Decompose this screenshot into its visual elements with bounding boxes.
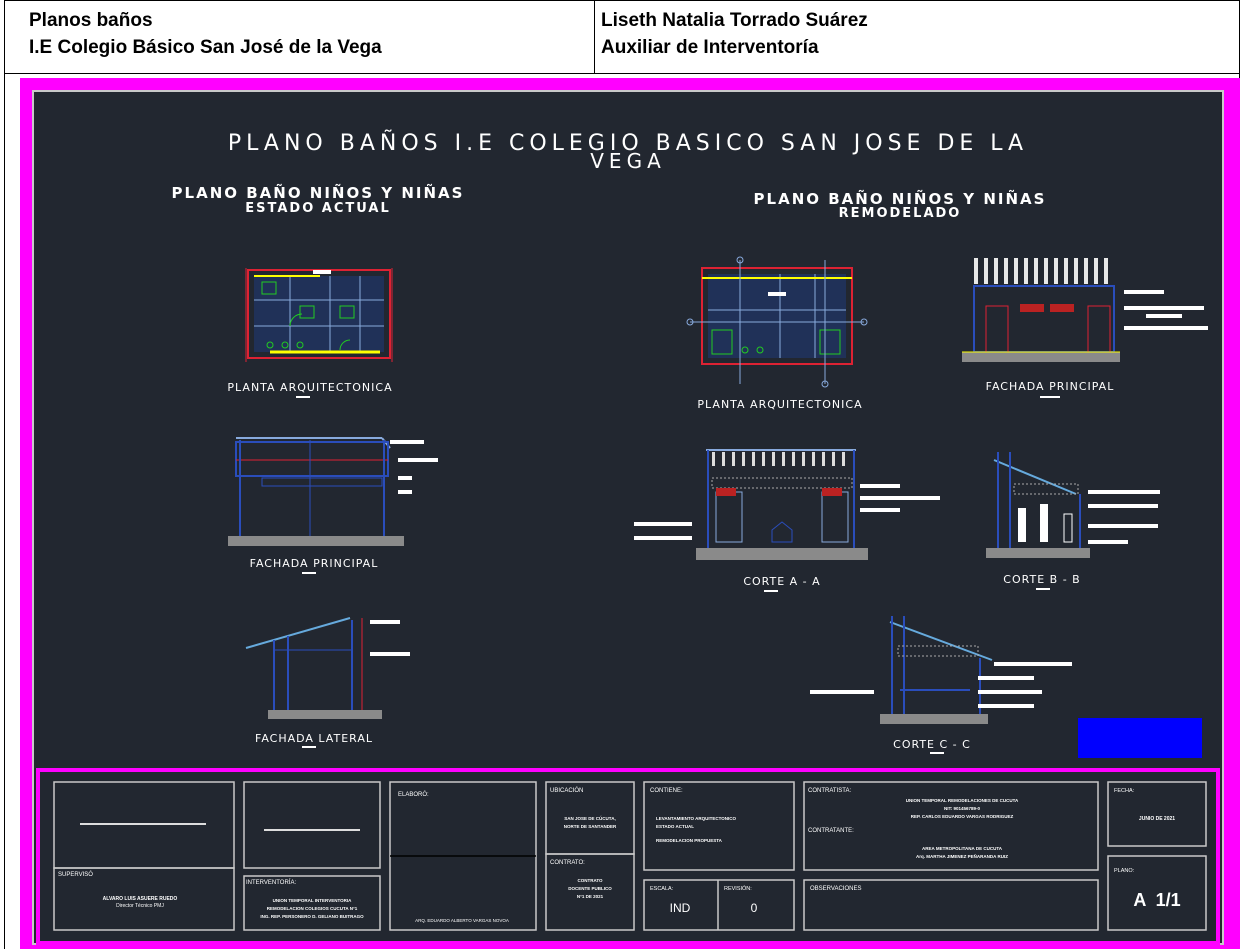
label-planta-actual: PLANTA ARQUITECTONICA	[227, 381, 392, 394]
contratante-line1: AREA METROPOLITANA DE CUCUTA	[922, 846, 1003, 851]
drawing-title-line2: VEGA	[590, 149, 666, 173]
section-left-line2: ESTADO ACTUAL	[245, 201, 391, 216]
section-a-drawing	[634, 449, 940, 560]
document-header-table: Planos baños I.E Colegio Básico San José…	[4, 0, 1240, 74]
superviso-role: Director Técnico PMJ	[116, 903, 164, 909]
ubicacion-label: UBICACIÓN	[550, 787, 583, 794]
title-block-grid	[53, 781, 1207, 931]
contrato-label: CONTRATO:	[550, 860, 585, 866]
contiene-line3: REMODELACION PROPUESTA	[656, 838, 723, 843]
label-corte-a: CORTE A - A	[743, 575, 820, 588]
interventoria-line1: UNION TEMPORAL INTERVENTORIA	[273, 898, 353, 903]
superviso-name: ALVARO LUIS ASUERE RUEDO	[103, 896, 178, 902]
interventoria-label: INTERVENTORÍA:	[246, 879, 296, 886]
contratista-line2: NIT: 901456789-0	[944, 806, 981, 811]
ubicacion-line1: SAN JOSE DE CÚCUTA,	[564, 815, 615, 821]
side-facade-drawing	[245, 617, 410, 719]
floor-plan-current-drawing	[245, 268, 393, 362]
floor-plan-renovated-drawing	[686, 256, 868, 388]
drawing-title-line1: PLANO BAÑOS I.E COLEGIO BASICO SAN JOSE …	[228, 129, 1028, 156]
observaciones-label: OBSERVACIONES	[810, 886, 861, 892]
elaboro-label: ELABORÓ:	[398, 791, 429, 798]
contratante-label: CONTRATANTE:	[808, 828, 854, 834]
contiene-line2: ESTADO ACTUAL	[656, 824, 694, 829]
contratista-label: CONTRATISTA:	[808, 788, 851, 794]
plano-value: A 1/1	[1133, 890, 1180, 910]
label-corte-b: CORTE B - B	[1003, 573, 1080, 586]
section-right-line1: PLANO BAÑO NIÑOS Y NIÑAS	[754, 189, 1047, 208]
contrato-line2: DOCENTE PUBLICO	[568, 886, 612, 891]
label-fachada-principal-remodelado: FACHADA PRINCIPAL	[986, 380, 1115, 393]
interventoria-line2: REMODELACION COLEGIOS CUCUTA N°1	[267, 906, 358, 911]
superviso-label: SUPERVISÓ	[58, 871, 93, 878]
contiene-line1: LEVANTAMIENTO ARQUITECTONICO	[656, 816, 737, 821]
section-right-line2: REMODELADO	[839, 206, 962, 221]
header-plan-title: Planos baños	[29, 10, 153, 31]
contrato-line3: N°1 DE 2021	[577, 894, 604, 899]
contratante-line2: Arq. MARTHA JIMENEZ PEÑARANDA RUIZ	[916, 853, 1008, 859]
header-author-name: Liseth Natalia Torrado Suárez	[601, 10, 868, 31]
contiene-label: CONTIENE:	[650, 788, 683, 794]
front-facade-renovated-drawing	[962, 258, 1208, 362]
fecha-value: JUNIO DE 2021	[1139, 816, 1175, 822]
plano-label: PLANO:	[1114, 868, 1135, 874]
header-author-role: Auxiliar de Interventoría	[601, 37, 819, 58]
header-right-cell: Liseth Natalia Torrado Suárez Auxiliar d…	[595, 1, 1239, 73]
header-school-name: I.E Colegio Básico San José de la Vega	[29, 37, 382, 58]
interventoria-line3: ING. REP. PERSONERO D. GELIANO BUITRAGO	[260, 914, 364, 919]
section-b-drawing	[986, 452, 1160, 558]
contrato-line1: CONTRATO	[577, 878, 603, 883]
label-fachada-lateral: FACHADA LATERAL	[255, 732, 373, 745]
section-c-drawing	[810, 616, 1072, 724]
section-left-line1: PLANO BAÑO NIÑOS Y NIÑAS	[172, 183, 465, 202]
contratista-line3: REP. CARLOS EDUARDO VARGAS RODRIGUEZ	[911, 814, 1014, 819]
ubicacion-line2: NORTE DE SANTANDER	[564, 824, 617, 829]
contratista-line1: UNION TEMPORAL REMODELACIONES DE CUCUTA	[906, 798, 1019, 803]
revision-value: 0	[751, 901, 758, 915]
fecha-label: FECHA:	[1114, 788, 1135, 794]
label-corte-c: CORTE C - C	[893, 738, 971, 751]
revision-label: REVISIÓN:	[724, 885, 752, 892]
elaboro-name: ARQ. EDUARDO ALBERTO VARGAS NOVOA	[415, 918, 509, 923]
front-facade-current-drawing	[228, 437, 438, 546]
blue-rectangle	[1078, 718, 1202, 758]
header-left-cell: Planos baños I.E Colegio Básico San José…	[5, 1, 595, 73]
escala-value: IND	[670, 901, 691, 915]
label-planta-remodelado: PLANTA ARQUITECTONICA	[697, 398, 862, 411]
label-fachada-principal-actual: FACHADA PRINCIPAL	[250, 557, 379, 570]
escala-label: ESCALA:	[650, 886, 674, 892]
table-left-border	[4, 74, 5, 949]
